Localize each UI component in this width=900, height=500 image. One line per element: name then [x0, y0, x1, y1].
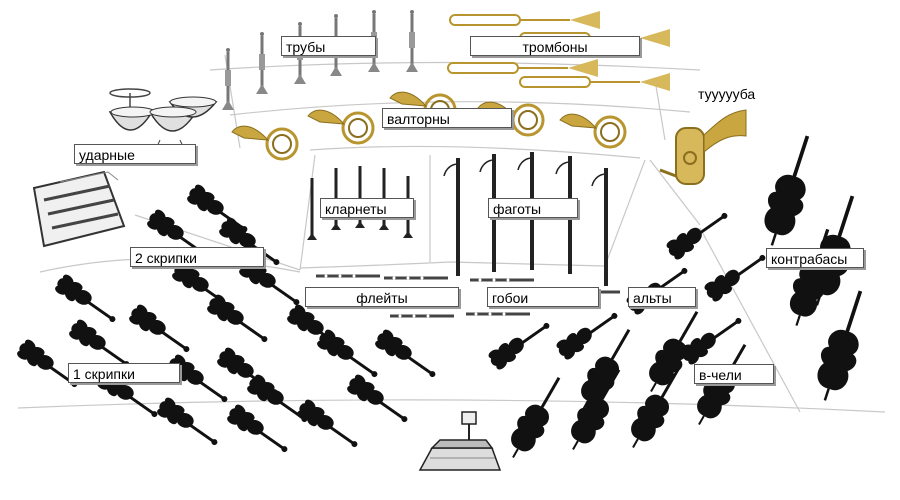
- label-first-violins: 1 скрипки: [68, 363, 180, 383]
- label-cellos: в-чели: [694, 364, 774, 384]
- label-horns: валторны: [382, 108, 512, 128]
- label-trumpets: трубы: [281, 36, 376, 56]
- label-oboes: гобои: [487, 287, 599, 307]
- tuba-icon: [659, 109, 747, 185]
- label-double-basses: контрабасы: [766, 248, 864, 268]
- label-tuba: туууууба: [694, 84, 770, 104]
- section-dividers: [17, 54, 886, 413]
- trumpet-section-icons: [220, 8, 420, 112]
- podium-icon: [418, 411, 502, 471]
- label-percussion: ударные: [74, 144, 196, 164]
- label-clarinets: кларнеты: [320, 198, 414, 218]
- label-second-violins: 2 скрипки: [130, 247, 264, 267]
- cello-section-icons: [498, 303, 760, 467]
- label-violas: альты: [628, 287, 696, 307]
- label-trombones: тромбоны: [470, 36, 640, 56]
- drum-icon: [108, 88, 218, 163]
- label-bassoons: фаготы: [488, 198, 578, 218]
- label-flutes: флейты: [305, 287, 459, 307]
- xylophone-icon: [32, 170, 126, 248]
